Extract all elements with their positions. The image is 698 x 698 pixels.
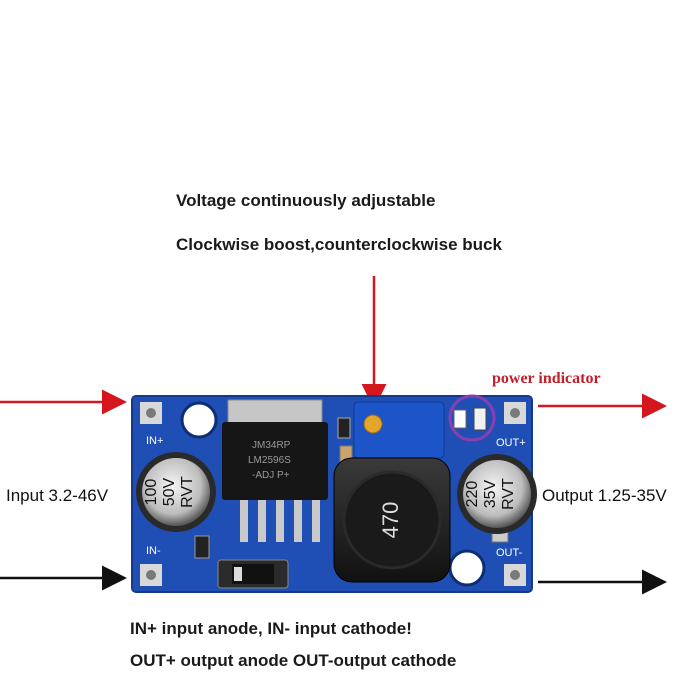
input-capacitor-brand: RVT [179, 476, 196, 508]
input-capacitor-voltage: 50V [161, 477, 178, 506]
inductor: 470 [333, 457, 451, 583]
output-capacitor-brand: RVT [500, 478, 517, 510]
inductor-marking: 470 [378, 502, 403, 539]
output-capacitor-value: 220 [464, 481, 481, 508]
pin-label-in-minus: IN- [146, 545, 161, 557]
output-capacitor-voltage: 35V [482, 479, 499, 508]
pin-label-out-minus: OUT- [496, 547, 523, 559]
potentiometer [353, 401, 445, 459]
ic-marking-line3: -ADJ P+ [252, 470, 290, 481]
input-range-label: Input 3.2-46V [6, 486, 109, 505]
power-indicator-led [448, 394, 496, 442]
power-indicator-label: power indicator [492, 370, 601, 387]
ic-marking-line2: LM2596S [248, 455, 291, 466]
output-range-label: Output 1.25-35V [542, 486, 667, 505]
regulator-ic: JM34RP LM2596S -ADJ P+ [222, 399, 328, 542]
headline-adjustable: Voltage continuously adjustable [176, 191, 436, 210]
pin-label-in-plus: IN+ [146, 435, 163, 447]
input-capacitor: 100 50V RVT [136, 452, 216, 532]
output-capacitor: 220 35V RVT [457, 454, 537, 534]
headline-direction: Clockwise boost,counterclockwise buck [176, 235, 502, 254]
note-output-polarity: OUT+ output anode OUT-output cathode [130, 651, 457, 670]
ic-marking-line1: JM34RP [252, 440, 291, 451]
input-capacitor-value: 100 [143, 479, 160, 506]
note-input-polarity: IN+ input anode, IN- input cathode! [130, 619, 412, 638]
pin-label-out-plus: OUT+ [496, 437, 526, 449]
